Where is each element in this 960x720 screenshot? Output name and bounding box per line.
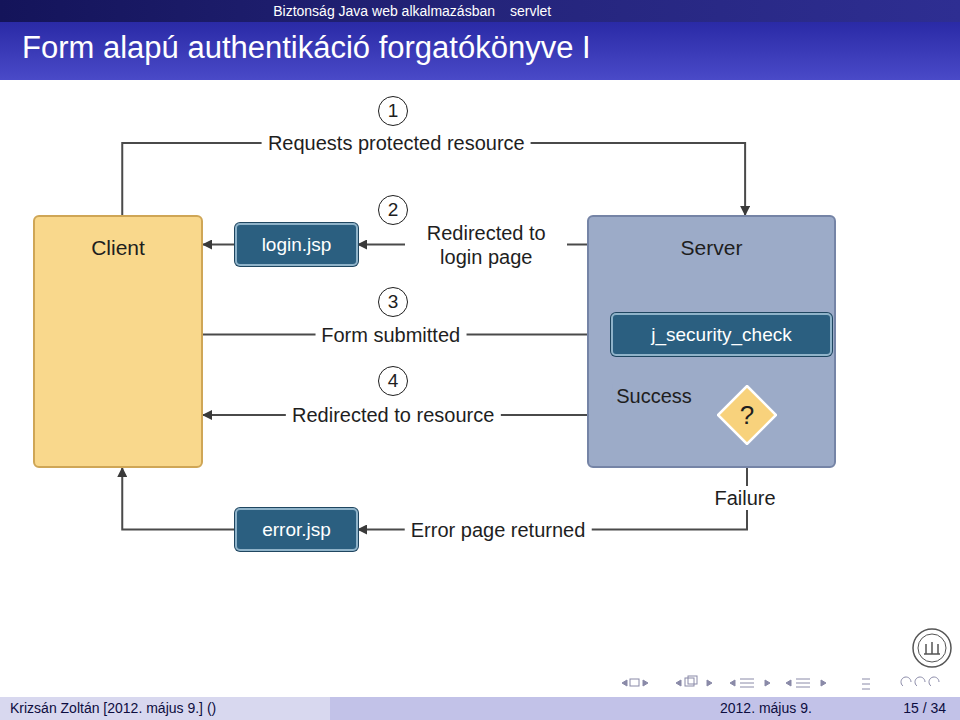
callout-number: 1: [378, 96, 408, 126]
client-box: Client: [33, 215, 203, 468]
page-box: login.jsp: [235, 223, 358, 266]
node-text: login.jsp: [262, 234, 332, 256]
node-text: j_security_check: [651, 324, 791, 346]
university-logo: [913, 629, 951, 667]
footer-author: Krizsán Zoltán [2012. május 9.] (): [10, 697, 216, 719]
edge-label: Error page returned: [405, 518, 592, 542]
process-box: j_security_check: [611, 313, 832, 356]
footer-right: [330, 697, 960, 720]
edge-label: Redirected to resource: [286, 403, 500, 427]
header-section: servlet: [510, 1, 551, 21]
page-box: error.jsp: [235, 508, 358, 551]
footer-page: 15 / 34: [903, 697, 946, 719]
flow-arrow: [203, 244, 235, 246]
edge-label: Requests protected resource: [262, 131, 531, 155]
node-text: ?: [740, 400, 754, 431]
server-box: Server j_security_check?: [587, 215, 836, 468]
edge-label: Redirected to login page: [405, 221, 567, 269]
flow-arrow: [122, 468, 235, 530]
footer-date: 2012. május 9.: [720, 697, 812, 719]
header-text: Biztonság Java web alkalmazásban: [273, 1, 495, 21]
navigation-symbols: [622, 676, 939, 689]
edge-label: Form submitted: [315, 323, 466, 347]
callout-number: 4: [378, 366, 408, 396]
node-text: error.jsp: [262, 519, 331, 541]
outcome-label: Success: [612, 384, 696, 408]
outcome-label: Failure: [710, 486, 779, 510]
decision-diamond: ?: [717, 385, 777, 445]
callout-number: 3: [378, 287, 408, 317]
callout-number: 2: [378, 195, 408, 225]
node-text: Server: [681, 236, 743, 260]
node-text: Client: [91, 236, 145, 260]
slide-title: Form alapú authentikáció forgatókönyve I: [22, 28, 591, 68]
